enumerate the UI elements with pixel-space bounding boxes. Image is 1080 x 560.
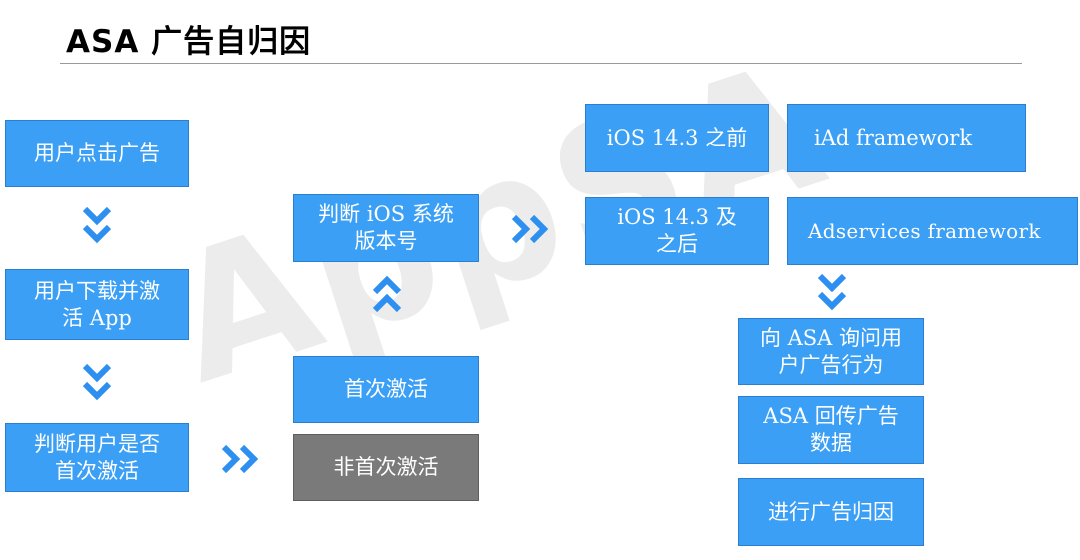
title-divider — [60, 63, 1022, 64]
node-asa-return-data: ASA 回传广告数据 — [738, 396, 924, 464]
arrow-click-to-download — [82, 206, 112, 244]
node-iad-framework: iAd framework — [787, 104, 1026, 172]
node-ios-before-143: iOS 14.3 之前 — [585, 104, 769, 172]
node-judge-first-activation: 判断用户是否首次激活 — [5, 423, 189, 492]
page-title: ASA 广告自归因 — [66, 24, 312, 60]
node-judge-ios-version: 判断 iOS 系统版本号 — [293, 194, 479, 262]
arrow-judge-to-activation — [221, 444, 259, 474]
arrow-adservices-to-query — [817, 273, 847, 311]
arrow-first-to-ios — [372, 276, 402, 313]
node-query-asa: 向 ASA 询问用户广告行为 — [738, 318, 924, 385]
node-adservices-framework: Adservices framework — [787, 197, 1078, 265]
arrow-ios-to-version — [511, 214, 549, 244]
node-first-activation: 首次激活 — [293, 356, 479, 423]
node-user-download-activate: 用户下载并激活 App — [5, 269, 189, 340]
arrow-download-to-judge — [82, 363, 112, 401]
node-non-first-activation: 非首次激活 — [293, 434, 479, 501]
node-ios-143-after: iOS 14.3 及之后 — [585, 197, 769, 265]
node-user-click-ad: 用户点击广告 — [5, 120, 189, 187]
node-perform-attribution: 进行广告归因 — [738, 478, 924, 546]
